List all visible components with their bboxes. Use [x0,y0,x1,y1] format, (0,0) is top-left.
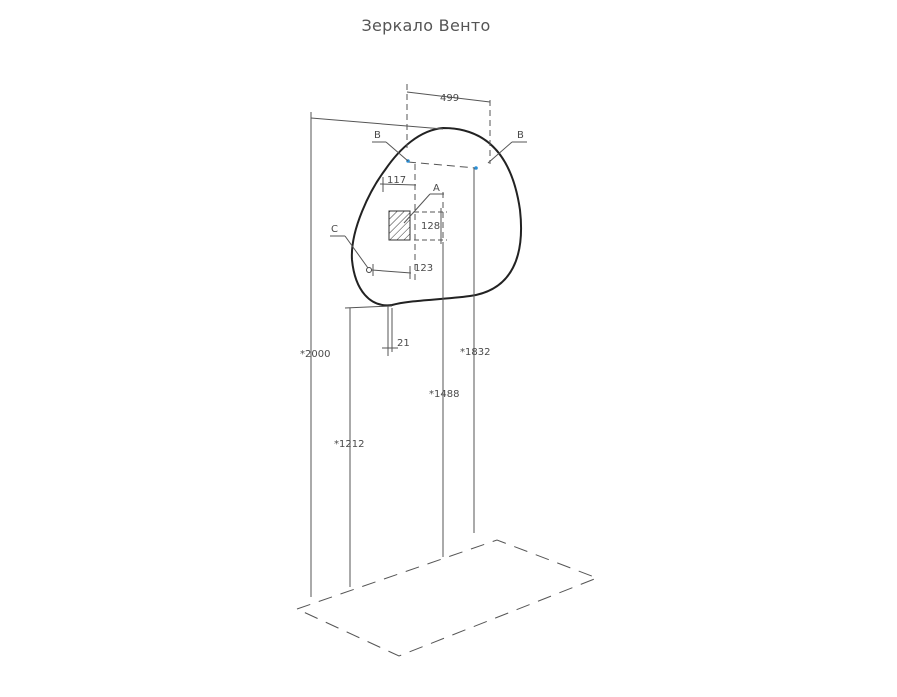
dim-height-total-label: *2000 [300,349,330,360]
dim-box-height-label: 128 [421,221,440,232]
callout-b-right-label: B [517,130,524,141]
hook-line [407,161,477,169]
dim-box-offset-label: 123 [414,263,433,274]
mirror-outline [350,126,523,307]
dim-thickness [382,306,398,356]
mount-box [388,210,411,241]
page-title: Зеркало Венто [361,16,491,35]
floor-outline [295,539,599,657]
sensor-point [366,267,372,273]
hook-point-right [474,166,478,170]
dim-box-height [414,208,447,244]
dim-box-offset [371,264,412,279]
construction-lines [414,164,444,280]
dim-offset-left [379,177,417,192]
callout-a [403,193,444,224]
dim-height-box-label: *1488 [429,389,459,400]
dim-height-bottom-label: *1212 [334,439,364,450]
callout-b-left-label: B [374,130,381,141]
callout-c [330,235,369,269]
callout-b-left [372,141,409,162]
dim-thickness-label: 21 [397,338,410,349]
callout-b-right [487,141,527,164]
dim-offset-left-label: 117 [387,175,406,186]
height-lines [344,168,475,587]
callout-a-label: A [433,183,440,194]
dim-width-top [310,84,491,597]
dim-width-top-label: 499 [440,93,459,104]
dim-height-hook-label: *1832 [460,347,490,358]
callout-c-label: C [331,224,338,235]
